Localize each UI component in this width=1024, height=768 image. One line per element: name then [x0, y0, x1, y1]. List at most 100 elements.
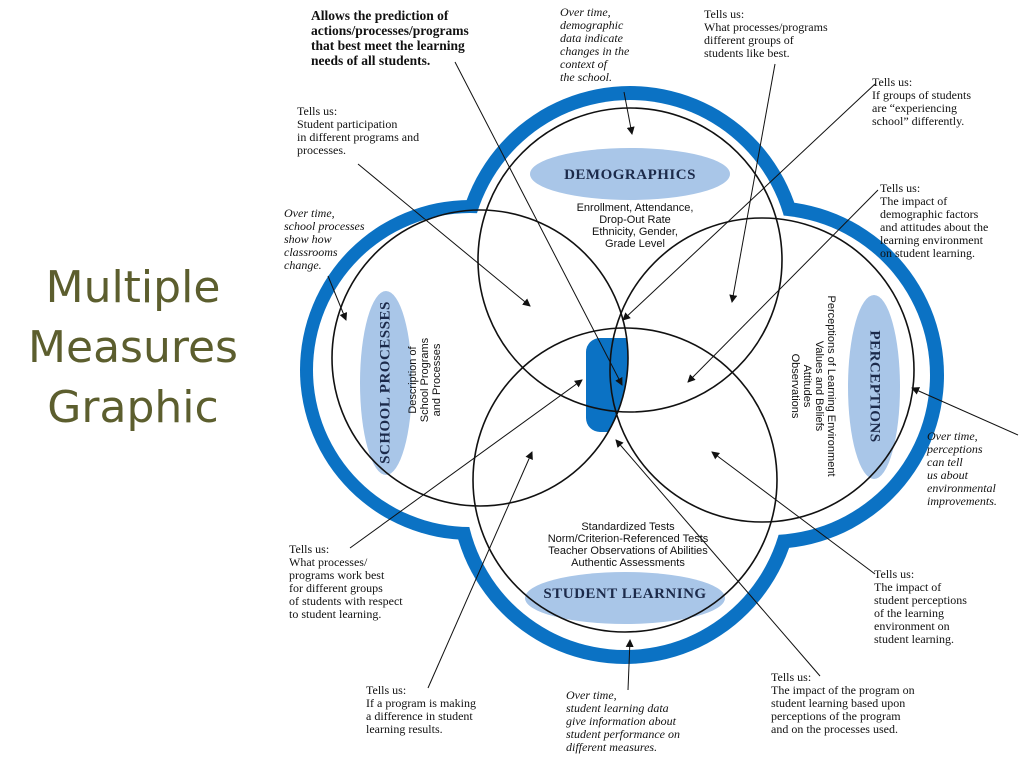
student-learning-circle: [472, 327, 778, 633]
annotation-line: learning results.: [366, 722, 443, 736]
student-learning-measures: Standardized Tests Norm/Criterion-Refere…: [528, 521, 728, 569]
measure-item: Enrollment, Attendance,: [576, 202, 694, 214]
leader-student-participation: [357, 163, 531, 307]
annotation-line: programs work best: [289, 568, 385, 582]
demographics-banner: [530, 148, 730, 200]
measure-item: and Processes: [431, 343, 443, 417]
perceptions-circle: [609, 217, 915, 523]
annotation-line: and on the processes used.: [771, 722, 898, 736]
perceptions-measures: Perceptions of Learning Environment Valu…: [789, 291, 837, 481]
leader-demographic-over-time: [623, 91, 635, 135]
measure-item: Authentic Assessments: [571, 557, 685, 569]
leader-program-impact: [615, 439, 821, 677]
perceptions-label: PERCEPTIONS: [866, 330, 883, 443]
measure-item: Perceptions of Learning Environment: [825, 295, 837, 477]
annotation-line: Over time,: [560, 5, 611, 19]
annotation-line: environmental: [927, 481, 996, 495]
annotation-line: demographic factors: [880, 207, 979, 221]
school-processes-measures: Description of School Programs and Proce…: [407, 325, 443, 435]
annotation-line: Allows the prediction of: [311, 8, 449, 23]
annotation-line: are “experiencing: [872, 101, 957, 115]
annotation-line: of the learning: [874, 606, 944, 620]
annotation-line: in different programs and: [297, 130, 420, 144]
annotation-line: Over time,: [927, 429, 978, 443]
annotation-line: student learning.: [874, 632, 954, 646]
annotation-line: for different groups: [289, 581, 383, 595]
annotation-line: student learning based upon: [771, 696, 906, 710]
annotation-line: students like best.: [704, 46, 790, 60]
annotation-perceptions-over-time: Over time, perceptions can tell us about…: [927, 430, 997, 508]
annotation-line: What processes/: [289, 555, 368, 569]
annotation-line: Over time,: [566, 688, 617, 702]
annotation-line: of students with respect: [289, 594, 403, 608]
leader-programs-groups-like: [729, 63, 776, 303]
demographics-label: DEMOGRAPHICS: [564, 167, 696, 183]
demographics-circle: [477, 107, 783, 413]
annotation-line: Over time,: [284, 206, 335, 220]
measure-item: School Programs: [419, 337, 431, 423]
leader-student-perceptions: [711, 451, 876, 575]
annotation-line: different measures.: [566, 740, 658, 754]
annotation-line: The impact of the program on: [771, 683, 915, 697]
annotation-line: a difference in student: [366, 709, 473, 723]
annotation-line: school” differently.: [872, 114, 965, 128]
annotation-line: Tells us:: [874, 567, 915, 581]
annotation-line: classrooms: [284, 245, 338, 259]
annotation-line: If a program is making: [366, 696, 476, 710]
annotation-line: Tells us:: [297, 104, 338, 118]
annotation-experiencing-school: Tells us: If groups of students are “exp…: [872, 76, 971, 128]
measure-item: Grade Level: [605, 238, 665, 250]
leader-program-difference: [427, 451, 533, 689]
measure-item: Drop-Out Rate: [599, 214, 671, 226]
title-line: Graphic: [47, 382, 219, 433]
annotation-line: student learning data: [566, 701, 669, 715]
annotation-line: Tells us:: [880, 181, 921, 195]
slide-title: Multiple Measures Graphic: [18, 258, 248, 438]
annotation-line: school processes: [284, 219, 365, 233]
annotation-line: Tells us:: [771, 670, 812, 684]
school-processes-banner: [360, 291, 412, 475]
leader-processes-work-best: [349, 379, 583, 549]
title-line: Measures: [28, 322, 238, 373]
demographics-measures: Enrollment, Attendance, Drop-Out Rate Et…: [555, 202, 715, 250]
annotation-line: change.: [284, 258, 322, 272]
annotation-program-impact: Tells us: The impact of the program on s…: [771, 671, 915, 736]
annotation-demographic-factors: Tells us: The impact of demographic fact…: [880, 182, 988, 260]
annotation-student-perceptions: Tells us: The impact of student percepti…: [874, 568, 967, 646]
measure-item: Ethnicity, Gender,: [591, 226, 678, 238]
student-learning-banner: [525, 572, 725, 624]
leader-demographic-factors: [687, 189, 879, 383]
annotation-line: student perceptions: [874, 593, 967, 607]
annotation-line: show how: [284, 232, 332, 246]
perceptions-banner: [848, 295, 900, 479]
leader-experiencing-school: [622, 83, 876, 321]
annotation-line: Tells us:: [872, 75, 913, 89]
annotation-line: environment on: [874, 619, 950, 633]
annotation-line: demographic: [560, 18, 624, 32]
leader-perceptions-over-time: [911, 387, 1019, 436]
annotation-line: on student learning.: [880, 246, 975, 260]
leader-prediction: [454, 61, 623, 386]
annotation-line: What processes/programs: [704, 20, 828, 34]
annotation-line: needs of all students.: [311, 53, 431, 68]
annotation-line: context of: [560, 57, 607, 71]
annotation-line: to student learning.: [289, 607, 382, 621]
measure-item: Norm/Criterion-Referenced Tests: [547, 533, 709, 545]
measure-item: Standardized Tests: [581, 521, 675, 533]
annotation-line: the school.: [560, 70, 612, 84]
student-learning-label: STUDENT LEARNING: [543, 586, 707, 602]
annotation-line: The impact of: [874, 580, 942, 594]
annotation-line: give information about: [566, 714, 676, 728]
annotation-line: Student participation: [297, 117, 398, 131]
annotation-line: student performance on: [566, 727, 680, 741]
annotation-learning-over-time: Over time, student learning data give in…: [566, 689, 680, 754]
annotation-processes-work-best: Tells us: What processes/ programs work …: [289, 543, 403, 621]
measure-item: Attitudes: [801, 364, 813, 408]
annotation-line: and attitudes about the: [880, 220, 989, 234]
annotation-line: data indicate: [560, 31, 623, 45]
annotation-prediction: Allows the prediction of actions/process…: [311, 8, 469, 68]
annotation-program-difference: Tells us: If a program is making a diffe…: [366, 684, 476, 736]
annotation-student-participation: Tells us: Student participation in diffe…: [297, 105, 419, 157]
center-intersection: [586, 338, 628, 432]
